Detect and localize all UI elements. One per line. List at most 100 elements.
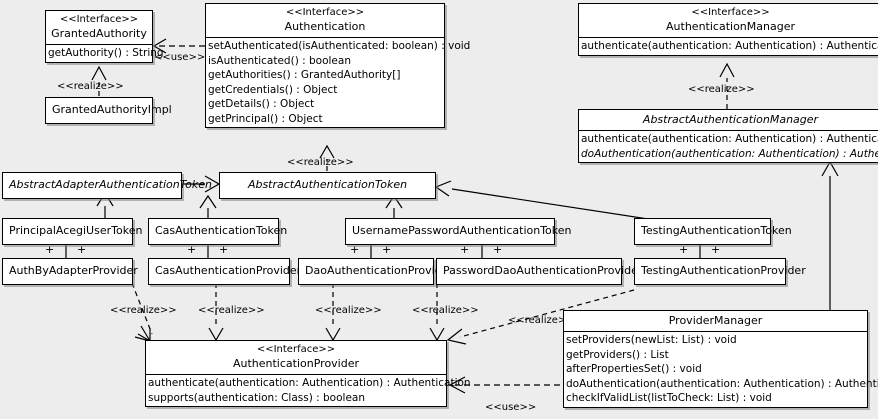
multiplicity-plus-testing-right: +	[711, 243, 721, 256]
class-name-abstract-authentication-token: AbstractAuthenticationToken	[247, 178, 408, 191]
operation-is-authenticated: isAuthenticated() : boolean	[208, 54, 351, 67]
class-operations-granted-authority: getAuthority() : String	[46, 44, 164, 62]
class-box-granted-authority-impl[interactable]: GrantedAuthorityImpl	[45, 97, 172, 124]
multiplicity-plus-principal-acegi-right: +	[77, 243, 87, 256]
connector-label-realize-abstract-authentication-manager: <<realize>>	[688, 84, 755, 95]
operation-authenticate-manager: authenticate(authentication: Authenticat…	[581, 40, 878, 52]
class-name-granted-authority: GrantedAuthority	[51, 27, 147, 40]
class-box-cas-authentication-token[interactable]: CasAuthenticationToken	[148, 218, 288, 245]
class-name-cas-authentication-token: CasAuthenticationToken	[155, 224, 288, 237]
class-header-authentication: <<Interface>> Authentication	[206, 4, 444, 37]
class-name-username-password-authentication-token: UsernamePasswordAuthenticationToken	[352, 224, 572, 237]
class-header-username-password-authentication-token: UsernamePasswordAuthenticationToken	[346, 219, 572, 244]
operation-check-if-valid-list: checkIfValidList(listToCheck: List) : vo…	[566, 392, 772, 404]
class-stereotype-authentication-manager: <<Interface>>	[691, 7, 770, 18]
class-name-cas-authentication-provider: CasAuthenticationProvider	[155, 264, 302, 277]
class-header-testing-authentication-provider: TestingAuthenticationProvider	[635, 259, 806, 284]
multiplicity-plus-username-password-4: +	[493, 243, 503, 256]
multiplicity-plus-testing-left: +	[679, 243, 689, 256]
class-box-username-password-authentication-token[interactable]: UsernamePasswordAuthenticationToken	[345, 218, 572, 245]
class-name-dao-authentication-provider: DaoAuthenticationProvider	[305, 264, 453, 277]
class-name-provider-manager: ProviderManager	[668, 314, 763, 327]
operation-do-authentication-abstract-manager: doAuthentication(authentication: Authent…	[581, 147, 878, 160]
class-name-granted-authority-impl: GrantedAuthorityImpl	[52, 103, 172, 116]
class-box-principal-acegi-user-token[interactable]: PrincipalAcegiUserToken	[2, 218, 143, 245]
class-header-principal-acegi-user-token: PrincipalAcegiUserToken	[3, 219, 143, 244]
operation-set-authenticated: setAuthenticated(isAuthenticated: boolea…	[208, 40, 471, 52]
class-header-testing-authentication-token: TestingAuthenticationToken	[635, 219, 792, 244]
connector-label-realize-abstract-authentication-token: <<realize>>	[287, 157, 354, 168]
class-header-cas-authentication-provider: CasAuthenticationProvider	[149, 259, 302, 284]
multiplicity-plus-principal-acegi-left: +	[45, 243, 55, 256]
operation-supports-provider: supports(authentication: Class) : boolea…	[148, 391, 365, 404]
class-name-testing-authentication-token: TestingAuthenticationToken	[641, 224, 792, 237]
class-name-testing-authentication-provider: TestingAuthenticationProvider	[641, 264, 806, 277]
class-operations-provider-manager: setProviders(newList: List) : void getPr…	[564, 331, 878, 407]
class-header-authentication-manager: <<Interface>> AuthenticationManager	[579, 4, 878, 37]
operation-do-authentication-provider-manager: doAuthentication(authentication: Authent…	[566, 377, 878, 390]
multiplicity-plus-username-password-3: +	[460, 243, 470, 256]
connector-label-realize-cas-provider: <<realize>>	[198, 305, 265, 316]
operation-after-properties-set: afterPropertiesSet() : void	[566, 363, 702, 375]
class-box-dao-authentication-provider[interactable]: DaoAuthenticationProvider	[298, 258, 453, 285]
class-stereotype-authentication-provider: <<Interface>>	[256, 344, 336, 355]
multiplicity-plus-username-password-2: +	[382, 243, 392, 256]
operation-authenticate-abstract-manager: authenticate(authentication: Authenticat…	[581, 133, 878, 145]
operation-get-authority: getAuthority() : String	[48, 47, 164, 59]
connector-label-realize-dao-provider: <<realize>>	[315, 305, 382, 316]
operation-get-authorities: getAuthorities() : GrantedAuthority[]	[208, 69, 401, 81]
connector-label-use-provider-manager: <<use>>	[485, 402, 537, 413]
class-name-authentication: Authentication	[284, 20, 366, 33]
class-box-authentication-manager[interactable]: <<Interface>> AuthenticationManager auth…	[578, 3, 878, 56]
class-operations-authentication: setAuthenticated(isAuthenticated: boolea…	[206, 37, 471, 127]
multiplicity-plus-username-password-1: +	[350, 243, 360, 256]
connector-label-realize-password-dao-provider: <<realize>>	[412, 305, 479, 316]
class-header-cas-authentication-token: CasAuthenticationToken	[149, 219, 288, 244]
class-name-principal-acegi-user-token: PrincipalAcegiUserToken	[9, 224, 143, 237]
class-stereotype-granted-authority: <<Interface>>	[59, 14, 139, 25]
class-header-provider-manager: ProviderManager	[564, 311, 867, 331]
class-box-abstract-authentication-token[interactable]: AbstractAuthenticationToken	[219, 172, 436, 199]
class-box-granted-authority[interactable]: <<Interface>> GrantedAuthority getAuthor…	[45, 10, 164, 63]
operation-get-details: getDetails() : Object	[208, 98, 315, 110]
class-box-abstract-adapter-authentication-token[interactable]: AbstractAdapterAuthenticationToken	[2, 172, 212, 199]
connector-label-realize-auth-by-adapter: <<realize>>	[110, 305, 177, 316]
class-box-testing-authentication-provider[interactable]: TestingAuthenticationProvider	[634, 258, 806, 285]
class-box-provider-manager[interactable]: ProviderManager setProviders(newList: Li…	[563, 310, 878, 408]
class-name-authentication-provider: AuthenticationProvider	[232, 357, 360, 370]
class-header-abstract-authentication-token: AbstractAuthenticationToken	[220, 173, 435, 198]
connector-label-use-granted-authority: <<use>>	[154, 52, 206, 63]
connector-label-realize-granted-authority-impl: <<realize>>	[57, 81, 124, 92]
class-header-abstract-adapter-authentication-token: AbstractAdapterAuthenticationToken	[3, 173, 212, 198]
class-header-password-dao-authentication-provider: PasswordDaoAuthenticationProvider	[437, 259, 642, 284]
class-header-auth-by-adapter-provider: AuthByAdapterProvider	[3, 259, 138, 284]
multiplicity-plus-cas-left: +	[187, 243, 197, 256]
class-box-abstract-authentication-manager[interactable]: AbstractAuthenticationManager authentica…	[578, 109, 878, 163]
class-operations-authentication-provider: authenticate(authentication: Authenticat…	[146, 374, 471, 406]
operation-set-providers: setProviders(newList: List) : void	[566, 334, 737, 346]
class-header-authentication-provider: <<Interface>> AuthenticationProvider	[146, 341, 446, 374]
class-header-abstract-authentication-manager: AbstractAuthenticationManager	[579, 110, 878, 130]
class-name-abstract-authentication-manager: AbstractAuthenticationManager	[642, 113, 819, 126]
operation-get-providers: getProviders() : List	[566, 348, 669, 361]
class-box-authentication[interactable]: <<Interface>> Authentication setAuthenti…	[205, 3, 471, 128]
class-header-dao-authentication-provider: DaoAuthenticationProvider	[299, 259, 453, 284]
class-name-abstract-adapter-authentication-token: AbstractAdapterAuthenticationToken	[9, 178, 212, 191]
class-operations-abstract-authentication-manager: authenticate(authentication: Authenticat…	[579, 130, 878, 162]
operation-get-credentials: getCredentials() : Object	[208, 83, 338, 96]
class-header-granted-authority-impl: GrantedAuthorityImpl	[46, 98, 172, 123]
class-box-authentication-provider[interactable]: <<Interface>> AuthenticationProvider aut…	[145, 340, 471, 407]
class-operations-authentication-manager: authenticate(authentication: Authenticat…	[579, 37, 878, 55]
class-box-cas-authentication-provider[interactable]: CasAuthenticationProvider	[148, 258, 302, 285]
class-stereotype-authentication: <<Interface>>	[285, 7, 365, 18]
class-box-auth-by-adapter-provider[interactable]: AuthByAdapterProvider	[2, 258, 138, 285]
operation-get-principal: getPrincipal() : Object	[208, 112, 323, 125]
class-name-auth-by-adapter-provider: AuthByAdapterProvider	[9, 264, 138, 277]
operation-authenticate-provider: authenticate(authentication: Authenticat…	[148, 377, 471, 389]
class-name-authentication-manager: AuthenticationManager	[666, 20, 795, 33]
multiplicity-plus-cas-right: +	[219, 243, 229, 256]
class-box-password-dao-authentication-provider[interactable]: PasswordDaoAuthenticationProvider	[436, 258, 642, 285]
class-box-testing-authentication-token[interactable]: TestingAuthenticationToken	[634, 218, 792, 245]
class-header-granted-authority: <<Interface>> GrantedAuthority	[46, 11, 152, 44]
